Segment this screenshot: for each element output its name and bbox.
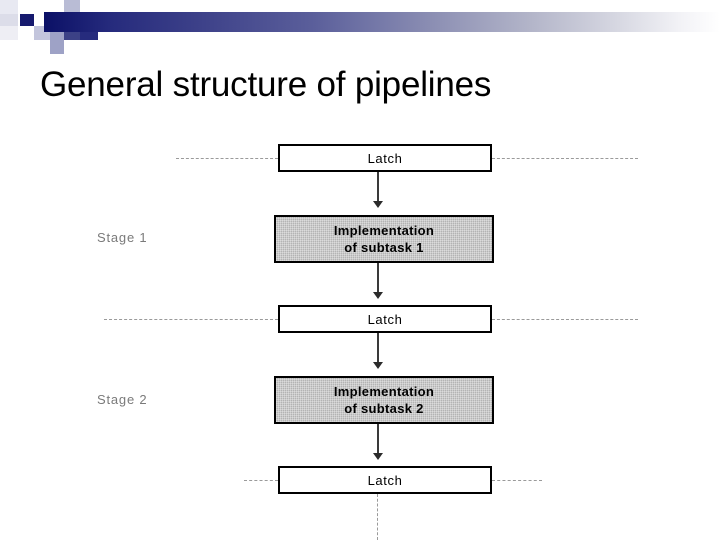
arrow-latch1-to-subtask1-head-icon: [373, 201, 383, 208]
flow-box-label: Latch: [367, 150, 403, 166]
page-title: General structure of pipelines: [40, 65, 492, 104]
stage-label-2: Stage 2: [97, 392, 148, 407]
sep-right-2: [492, 319, 638, 320]
flow-box-label: Latch: [367, 472, 403, 488]
sep-left-1: [176, 158, 278, 159]
arrow-latch2-to-subtask2-head-icon: [373, 362, 383, 369]
arrow-latch1-to-subtask1: [377, 172, 379, 202]
deco-square-dark-1: [20, 14, 34, 26]
stage-label-1: Stage 1: [97, 230, 148, 245]
deco-square-mid-4: [64, 0, 80, 14]
sep-left-3: [244, 480, 278, 481]
deco-square-light-3: [0, 26, 18, 40]
deco-square-light-2: [0, 14, 18, 26]
flow-box-latch-2[interactable]: Latch: [278, 305, 492, 333]
sep-right-3: [492, 480, 542, 481]
sep-left-2: [104, 319, 278, 320]
arrow-subtask2-to-latch3-head-icon: [373, 453, 383, 460]
decorative-gradient-bar: [44, 12, 720, 32]
sep-right-1: [492, 158, 638, 159]
deco-square-light-1: [0, 0, 18, 14]
arrow-subtask1-to-latch2: [377, 263, 379, 293]
arrow-subtask1-to-latch2-head-icon: [373, 292, 383, 299]
flow-box-latch-1[interactable]: Latch: [278, 144, 492, 172]
arrow-latch2-to-subtask2: [377, 333, 379, 363]
slide-header-decoration: [0, 0, 720, 60]
continuation-line: [377, 494, 378, 540]
flow-box-latch-3[interactable]: Latch: [278, 466, 492, 494]
deco-square-mid-7: [50, 40, 64, 54]
arrow-subtask2-to-latch3: [377, 424, 379, 454]
flow-box-label: Latch: [367, 311, 403, 327]
